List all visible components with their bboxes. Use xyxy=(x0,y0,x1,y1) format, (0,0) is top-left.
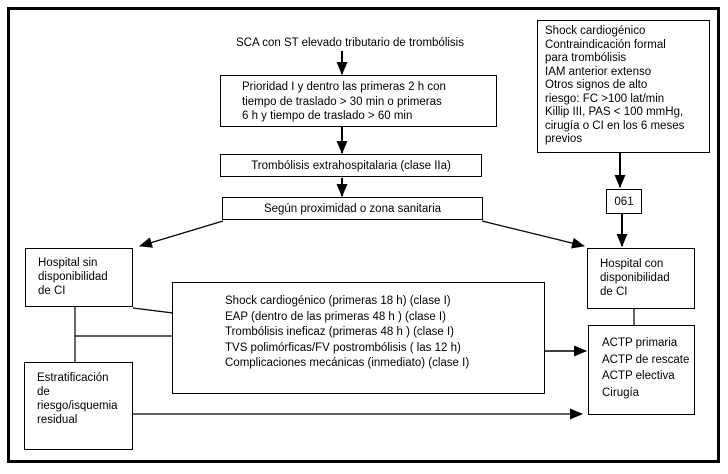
node-pci-indications: Shock cardiogénico (primeras 18 h) (clas… xyxy=(172,282,545,394)
node-actp-options: ACTP primaria ACTP de rescate ACTP elect… xyxy=(588,325,695,415)
outer-border xyxy=(7,7,720,463)
node-prehospital-thrombolysis: Trombólisis extrahospitalaria (clase IIa… xyxy=(220,154,482,177)
node-risk-stratification: Estratificación de riesgo/isquemia resid… xyxy=(24,362,133,450)
node-emergency-061: 061 xyxy=(606,189,642,214)
node-high-risk-criteria: Shock cardiogénico Contraindicación form… xyxy=(537,20,710,153)
node-priority-criteria: Prioridad I y dentro las primeras 2 h co… xyxy=(220,75,497,127)
arrow-proximity-to-hospital-with xyxy=(481,220,585,249)
line-hospital-without-to-indications xyxy=(132,307,174,314)
arrow-proximity-to-hospital-without xyxy=(139,220,224,248)
node-hospital-without-ci: Hospital sin disponibilidad de CI xyxy=(25,248,133,307)
node-sca-start: SCA con ST elevado tributario de tromból… xyxy=(236,37,464,49)
node-hospital-with-ci: Hospital con disponibilidad de CI xyxy=(587,248,695,309)
node-proximity-decision: Según proximidad o zona sanitaria xyxy=(222,197,483,220)
